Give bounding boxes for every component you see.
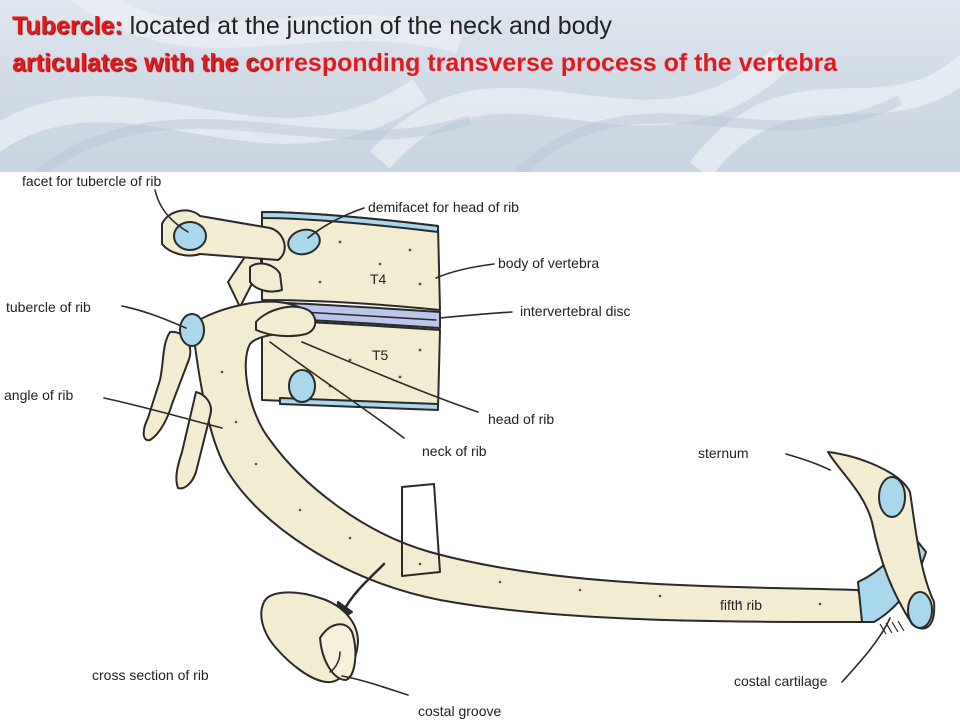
label-body-vertebra: body of vertebra	[498, 255, 599, 271]
rib-texture	[220, 370, 822, 606]
rib-vertebra-diagram: facet for tubercle of rib demifacet for …	[4, 173, 936, 719]
t5-lower-endplate	[279, 397, 439, 411]
label-t4: T4	[370, 271, 387, 287]
label-fifth-rib: fifth rib	[720, 597, 762, 613]
label-demifacet: demifacet for head of rib	[368, 199, 519, 215]
section-arrow	[342, 562, 386, 612]
t4-upper-endplate	[261, 211, 439, 233]
articulation-text: orresponding transverse process of the v…	[259, 49, 838, 77]
label-sternum: sternum	[698, 445, 749, 461]
label-intervertebral-disc: intervertebral disc	[520, 303, 631, 319]
costal-groove-shape	[329, 651, 341, 673]
sternal-facet-lower	[907, 591, 933, 629]
slide-header: Tubercle: located at the junction of the…	[0, 0, 960, 172]
articulation-bold-text: articulates with the c	[12, 49, 260, 77]
label-costal-cartilage: costal cartilage	[734, 673, 828, 689]
pedicle	[249, 262, 283, 293]
term-tubercle: Tubercle:	[12, 12, 123, 40]
header-text-block: Tubercle: located at the junction of the…	[12, 8, 952, 82]
sternal-facet-upper	[878, 476, 906, 518]
section-cut-box	[401, 483, 441, 577]
label-angle-rib: angle of rib	[4, 387, 73, 403]
label-facet-tubercle: facet for tubercle of rib	[22, 173, 162, 189]
rib-tubercle-facet-shape	[179, 313, 205, 347]
cross-section-face	[319, 623, 357, 681]
header-background-pattern	[0, 0, 960, 172]
label-head-rib: head of rib	[488, 411, 554, 427]
label-neck-rib: neck of rib	[422, 443, 487, 459]
lower-transverse-process	[142, 330, 192, 442]
cartilage-tick-marks	[879, 620, 905, 635]
label-costal-groove: costal groove	[418, 703, 501, 719]
lower-rib-shaft	[175, 391, 212, 490]
term-description: located at the junction of the neck and …	[122, 12, 612, 40]
label-tubercle-rib: tubercle of rib	[6, 299, 91, 315]
lower-demifacet-shape	[288, 369, 316, 403]
label-t5: T5	[372, 347, 389, 363]
rib-head-shape	[255, 305, 317, 338]
label-cross-section: cross section of rib	[92, 667, 209, 683]
sternum-shape	[827, 451, 936, 630]
